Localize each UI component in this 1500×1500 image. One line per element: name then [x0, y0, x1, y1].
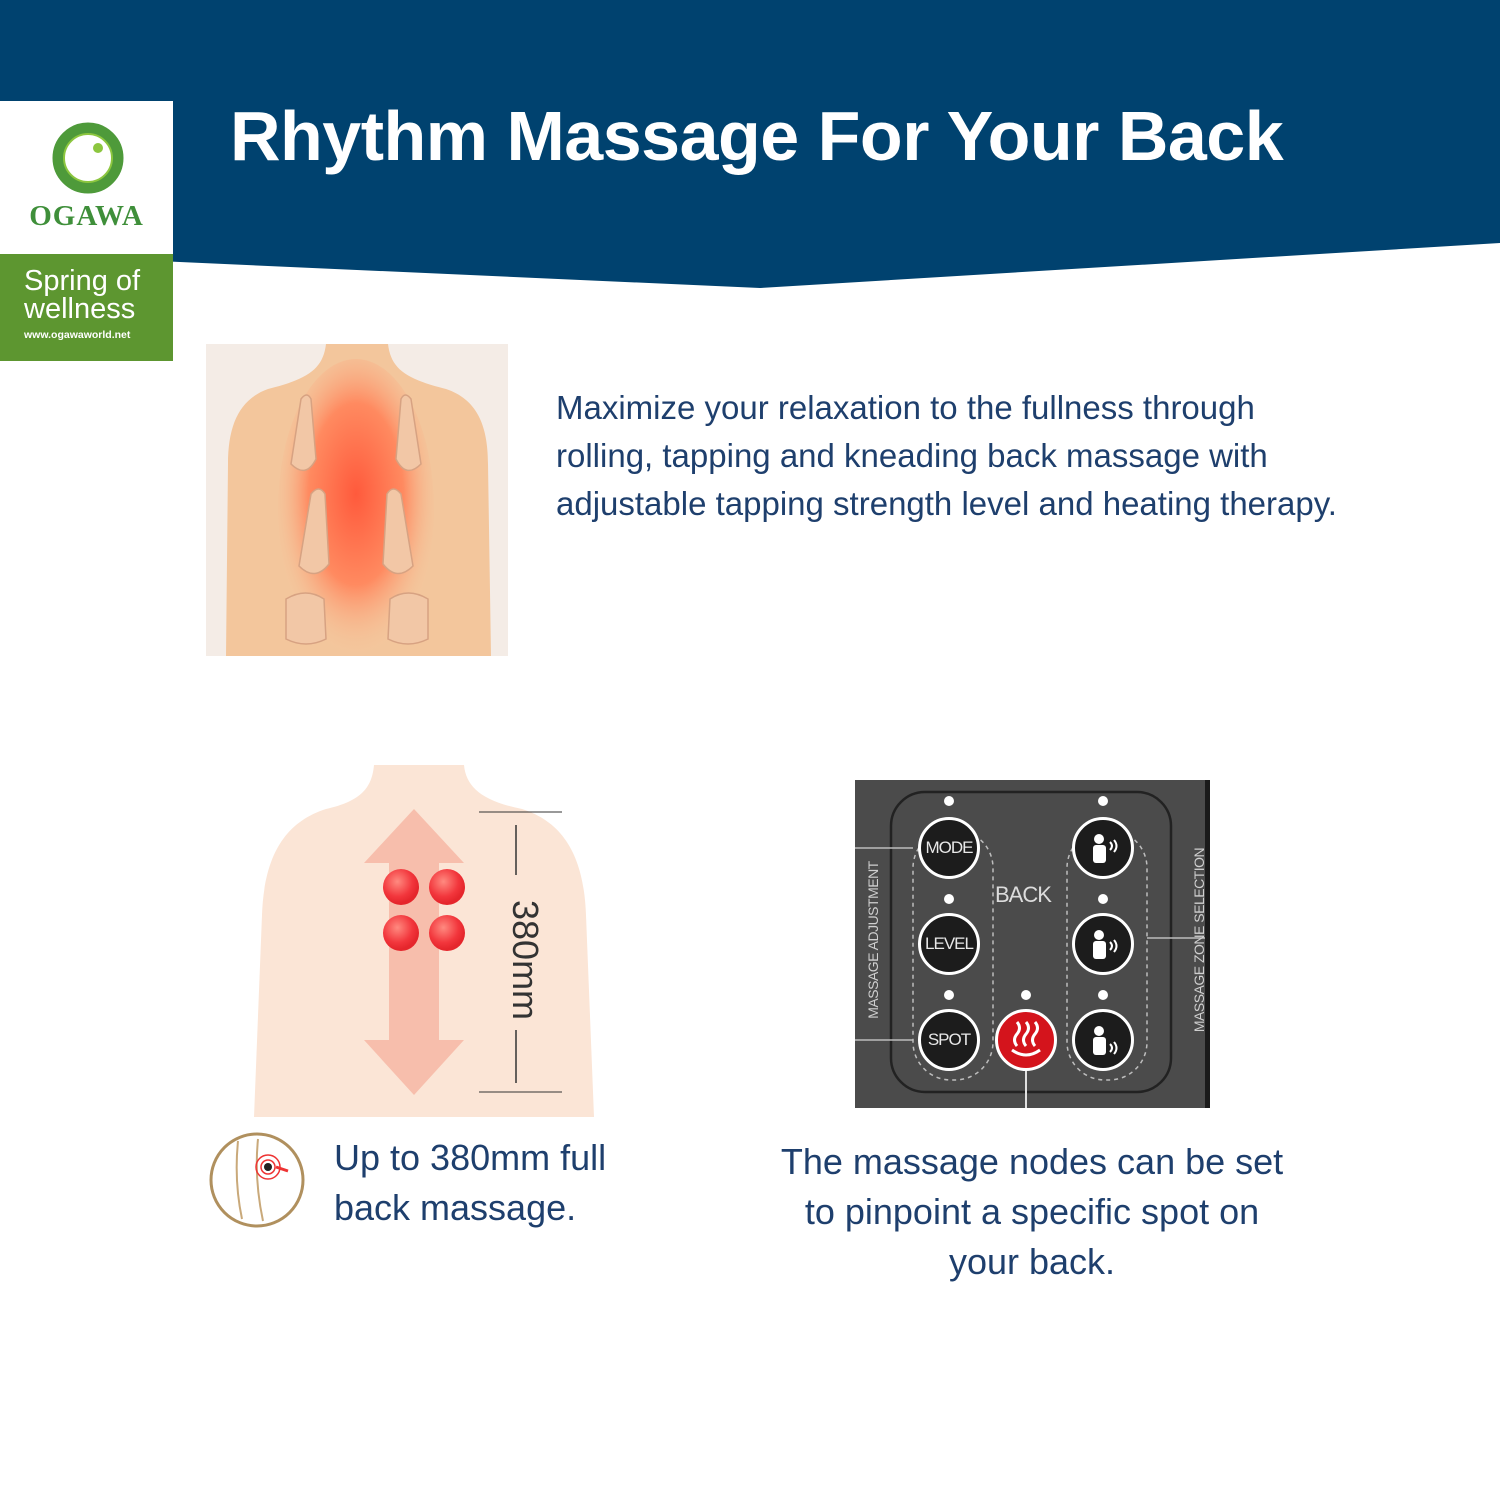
- back-range-diagram: [254, 765, 594, 1117]
- indicator-dot: [944, 990, 954, 1000]
- lower-back-zone-button[interactable]: [1072, 1009, 1134, 1071]
- heat-icon: [1011, 1021, 1041, 1057]
- heat-button[interactable]: [995, 1009, 1057, 1071]
- person-upper-icon: [1093, 834, 1118, 863]
- intro-text: Maximize your relaxation to the fullness…: [556, 389, 1337, 522]
- panel-caption: The massage nodes can be set to pinpoint…: [780, 1141, 1284, 1282]
- indicator-dot: [944, 796, 954, 806]
- upper-back-zone-button[interactable]: [1072, 817, 1134, 879]
- panel-back-label: BACK: [995, 882, 1052, 907]
- middle-back-zone-button[interactable]: [1072, 913, 1134, 975]
- ogawa-ring-icon: [52, 122, 124, 194]
- range-caption: Up to 380mm full back massage.: [334, 1137, 607, 1228]
- indicator-dot: [1098, 990, 1108, 1000]
- brand-name: OGAWA: [29, 200, 144, 232]
- indicator-dot: [1098, 796, 1108, 806]
- indicator-dot: [1098, 894, 1108, 904]
- massage-adjustment-label: MASSAGE ADJUSTMENT: [865, 861, 881, 1019]
- indicator-dot: [944, 894, 954, 904]
- spot-button[interactable]: SPOT: [918, 1009, 980, 1071]
- massage-zone-selection-label: MASSAGE ZONE SELECTION: [1191, 847, 1207, 1033]
- person-middle-icon: [1093, 930, 1118, 959]
- mode-button[interactable]: MODE: [918, 817, 980, 879]
- tagline-box: Spring of wellness www.ogawaworld.net: [0, 254, 173, 361]
- level-button[interactable]: LEVEL: [918, 913, 980, 975]
- person-lower-icon: [1093, 1026, 1118, 1055]
- ogawa-logo: [0, 101, 173, 254]
- control-panel: MODE LEVEL SPOT BACK MASSAGE ADJUSTMENT …: [855, 780, 1210, 1108]
- page-title: Rhythm Massage For Your Back: [230, 97, 1284, 175]
- brand-url: www.ogawaworld.net: [24, 329, 131, 341]
- measure-label: 380mm: [505, 900, 546, 1021]
- header-banner: [0, 0, 1500, 288]
- tagline-line-1: Spring of: [24, 265, 141, 297]
- spine-target-icon: [209, 1132, 305, 1228]
- indicator-dot: [1021, 990, 1031, 1000]
- back-massage-photo: [206, 344, 508, 656]
- tagline-line-2: wellness: [24, 293, 136, 325]
